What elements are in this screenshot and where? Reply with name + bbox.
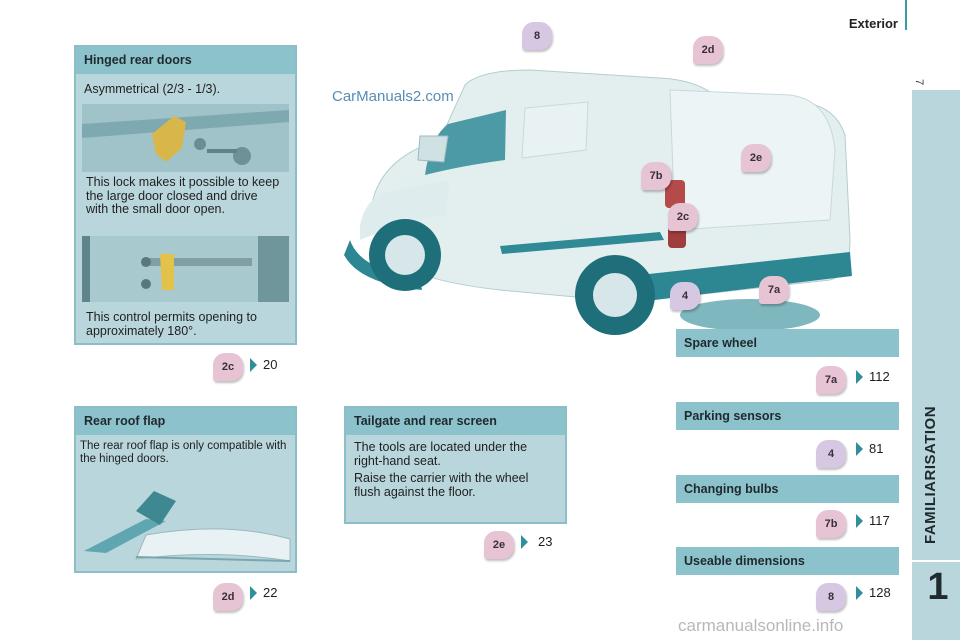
- callout-7a: 7a: [759, 276, 789, 304]
- callout-2e: 2e: [741, 144, 771, 172]
- badge-7b: 7b: [816, 510, 846, 538]
- page-ref-number: 22: [263, 585, 278, 600]
- header-divider: [905, 0, 907, 30]
- footer-watermark: carmanualsonline.info: [678, 616, 844, 635]
- callout-7b: 7b: [641, 162, 671, 190]
- spare-wheel-header: Spare wheel: [676, 329, 899, 357]
- tailgate-text-2: Raise the carrier with the wheel flush a…: [354, 471, 529, 499]
- tailgate-box: Tailgate and rear screen The tools are l…: [344, 406, 567, 524]
- door-control-photo: [82, 236, 289, 302]
- chapter-separator: [912, 560, 960, 562]
- rear-roof-flap-title: Rear roof flap: [76, 408, 295, 435]
- van-illustration: [344, 69, 852, 335]
- changing-bulbs-header: Changing bulbs: [676, 475, 899, 503]
- arrow-icon: [250, 357, 257, 372]
- arrow-icon: [856, 513, 863, 528]
- page-ref-number: 117: [869, 513, 890, 528]
- parking-sensors-header: Parking sensors: [676, 402, 899, 430]
- callout-4: 4: [670, 282, 700, 310]
- hinged-rear-doors-title: Hinged rear doors: [76, 47, 295, 74]
- arrow-icon: [856, 369, 863, 384]
- callout-2d: 2d: [693, 36, 723, 64]
- useable-dimensions-header: Useable dimensions: [676, 547, 899, 575]
- page-ref-number: 20: [263, 357, 278, 372]
- arrow-icon: [521, 534, 528, 549]
- arrow-icon: [856, 585, 863, 600]
- page-ref-hinged-doors[interactable]: 20: [250, 357, 277, 372]
- hinged-rear-doors-intro: Asymmetrical (2/3 - 1/3).: [84, 82, 221, 96]
- arrow-icon: [856, 441, 863, 456]
- door-lock-photo: [82, 104, 289, 172]
- callout-2c: 2c: [668, 203, 698, 231]
- badge-7a: 7a: [816, 366, 846, 394]
- tailgate-title: Tailgate and rear screen: [346, 408, 565, 435]
- page-ref-parking-sensors[interactable]: 81: [856, 441, 883, 456]
- page-ref-changing-bulbs[interactable]: 117: [856, 513, 890, 528]
- page-ref-number: 23: [538, 534, 553, 549]
- page-ref-tailgate[interactable]: 23: [521, 534, 552, 549]
- page-ref-number: 81: [869, 441, 884, 456]
- page-ref-number: 112: [869, 369, 890, 384]
- page-number: 7: [913, 78, 926, 86]
- watermark-text: CarManuals2.com: [332, 88, 454, 105]
- chapter-number: 1: [927, 566, 949, 608]
- badge-8: 8: [816, 583, 846, 611]
- callout-8: 8: [522, 22, 552, 50]
- badge-2e: 2e: [484, 531, 514, 559]
- badge-2d: 2d: [213, 583, 243, 611]
- section-title: Exterior: [848, 16, 898, 31]
- door-control-text: This control permits opening to approxim…: [86, 310, 257, 338]
- page-ref-useable-dimensions[interactable]: 128: [856, 585, 891, 600]
- badge-2c: 2c: [213, 353, 243, 381]
- door-lock-text: This lock makes it possible to keep the …: [86, 175, 280, 216]
- page-ref-number: 128: [869, 585, 891, 600]
- rear-roof-flap-box: Rear roof flap The rear roof flap is onl…: [74, 406, 297, 573]
- arrow-icon: [250, 585, 257, 600]
- badge-4: 4: [816, 440, 846, 468]
- roof-flap-illustration: [84, 491, 291, 562]
- page-ref-roof-flap[interactable]: 22: [250, 585, 277, 600]
- chapter-sidebar: [912, 90, 960, 640]
- page-ref-spare-wheel[interactable]: 112: [856, 369, 890, 384]
- tailgate-text-1: The tools are located under the right-ha…: [354, 440, 528, 468]
- chapter-label: FAMILIARISATION: [922, 405, 939, 545]
- rear-roof-flap-text: The rear roof flap is only compatible wi…: [80, 440, 287, 465]
